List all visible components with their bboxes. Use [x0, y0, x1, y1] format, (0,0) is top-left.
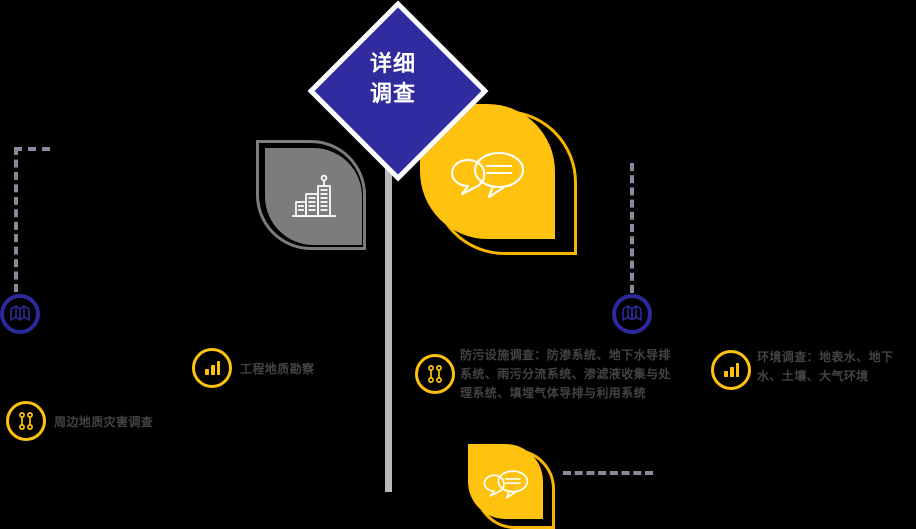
caption-engineering-geology: 工程地质勘察 [240, 362, 315, 376]
city-buildings-icon [292, 174, 336, 217]
dash-connector-left-vertical [14, 147, 18, 292]
caption-environmental-survey: 环境调查：地表水、地下水、土壤、大气环境 [757, 350, 894, 383]
dash-connector-bottom [563, 471, 653, 475]
badge-engineering-geology[interactable] [192, 348, 232, 388]
speech-bubbles-icon [450, 151, 525, 199]
infographic-canvas: 详细 调查 [0, 0, 894, 529]
diamond-node[interactable]: 详细 调查 [307, 0, 489, 182]
center-pole [385, 130, 392, 492]
badge-pollution-control[interactable] [415, 354, 455, 394]
speech-bubbles-icon [483, 470, 529, 499]
badge-geological-hazard[interactable] [6, 401, 46, 441]
open-book-map-icon [622, 305, 642, 321]
diamond-title: 详细 调查 [369, 51, 416, 106]
map-badge-right[interactable] [612, 294, 652, 334]
open-book-map-icon [10, 305, 30, 321]
leaf-shape-buildings [265, 148, 362, 245]
caption-geological-hazard: 周边地质灾害调查 [54, 415, 154, 429]
bar-chart-icon [724, 363, 739, 377]
caption-pollution-control: 防污设施调查：防渗系统、地下水导排系统、雨污分流系统、渗滤液收集与处理系统、填埋… [460, 348, 671, 400]
borehole-drill-icon [428, 365, 442, 383]
bar-chart-icon [205, 361, 220, 375]
dash-connector-left-top [14, 147, 50, 151]
badge-environmental-survey[interactable] [711, 350, 751, 390]
map-badge-left[interactable] [0, 294, 40, 334]
leaf-outline-gray [256, 140, 366, 250]
dash-connector-right-vertical [630, 163, 634, 293]
leaf-shape-speech-small [468, 444, 543, 519]
borehole-drill-icon [19, 412, 33, 430]
